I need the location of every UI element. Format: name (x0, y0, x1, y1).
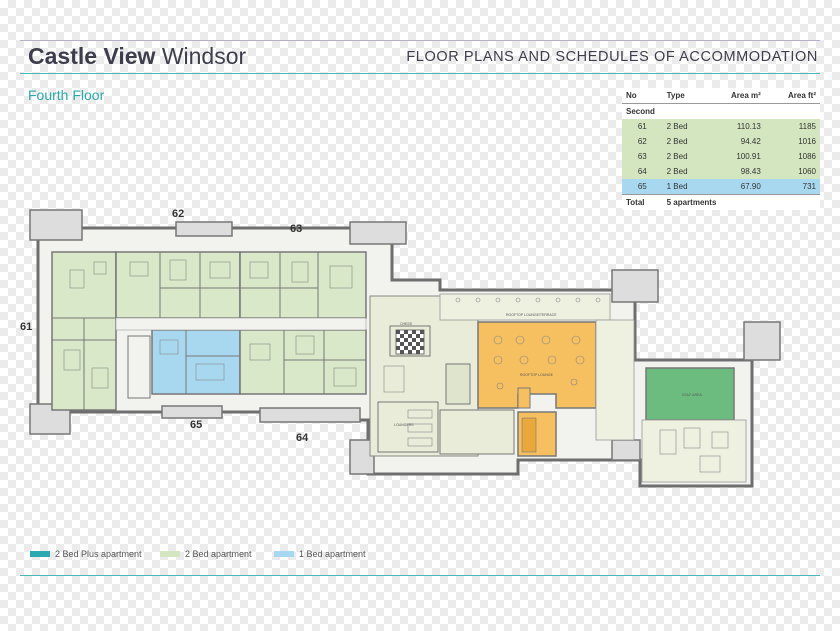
brand-title: Castle View Windsor (28, 43, 246, 70)
footer-rule (20, 575, 820, 576)
chess-board-icon (395, 329, 425, 355)
apartment-64-label: 64 (296, 432, 309, 444)
apartment-type: 2 Bed (662, 164, 707, 179)
apartment-area-m: 98.43 (706, 164, 765, 179)
header-bottom-rule (20, 73, 820, 74)
golf-area (645, 367, 735, 421)
apartment-area-ft: 731 (764, 179, 820, 195)
rooftop-lounge-label: ROOFTOP LOUNGE (520, 373, 554, 377)
accommodation-schedule-table: No Type Area m² Area ft² Second 61 2 Bed… (622, 88, 820, 210)
rooftop-terrace (439, 293, 611, 321)
furniture-details (63, 259, 729, 473)
legend-swatch (160, 551, 180, 557)
legend-label: 2 Bed apartment (185, 549, 252, 559)
apartment-no: 63 (622, 149, 663, 164)
table-row: 63 2 Bed 100.91 1086 (622, 149, 820, 164)
brand-bold: Castle View (28, 43, 156, 69)
apartment-area-ft: 1086 (764, 149, 820, 164)
section-label: Second (622, 103, 820, 119)
legend-item-1-bed: 1 Bed apartment (274, 549, 366, 559)
table-row: 62 2 Bed 94.42 1016 (622, 134, 820, 149)
apartment-area-ft: 1060 (764, 164, 820, 179)
col-type: Type (662, 88, 707, 104)
schedule-header-row: No Type Area m² Area ft² (622, 88, 820, 104)
apartment-area-m: 100.91 (706, 149, 765, 164)
apartment-area-ft: 1016 (764, 134, 820, 149)
golf-area-label: GOLF AREA (682, 393, 703, 397)
apartment-no: 62 (622, 134, 663, 149)
col-area-m: Area m² (706, 88, 765, 104)
legend-label: 2 Bed Plus apartment (55, 549, 142, 559)
apartment-62-label: 62 (172, 208, 184, 220)
legend-item-2-bed-plus: 2 Bed Plus apartment (30, 549, 142, 559)
apartment-65 (151, 329, 241, 395)
apartment-no: 65 (622, 179, 663, 195)
rooftop-terrace-label: ROOFTOP LOUNGE/TERRACE (506, 313, 557, 317)
legend-item-2-bed: 2 Bed apartment (160, 549, 252, 559)
apartment-no: 61 (622, 119, 663, 134)
apartment-area-m: 110.13 (706, 119, 765, 134)
apartment-area-m: 94.42 (706, 134, 765, 149)
schedule-section-row: Second (622, 103, 820, 119)
apartment-63 (239, 251, 367, 319)
brand-light: Windsor (161, 43, 247, 69)
apartment-61-label: 61 (20, 321, 32, 333)
table-row: 64 2 Bed 98.43 1060 (622, 164, 820, 179)
col-no: No (622, 88, 663, 104)
total-value: 5 apartments (662, 194, 820, 210)
total-label: Total (622, 194, 663, 210)
apartment-type: 2 Bed (662, 119, 707, 134)
schedule-total-row: Total 5 apartments (622, 194, 820, 210)
document-title: FLOOR PLANS AND SCHEDULES OF ACCOMMODATI… (406, 49, 818, 65)
header-top-rule (20, 40, 820, 41)
apartment-64 (239, 329, 367, 395)
col-area-ft: Area ft² (764, 88, 820, 104)
chess-label: CHESS (400, 322, 413, 326)
apartment-63-label: 63 (290, 223, 302, 235)
apartment-area-ft: 1185 (764, 119, 820, 134)
legend-label: 1 Bed apartment (299, 549, 366, 559)
apartment-type: 2 Bed (662, 149, 707, 164)
table-row: 65 1 Bed 67.90 731 (622, 179, 820, 195)
apartment-area-m: 67.90 (706, 179, 765, 195)
loungers-label: LOUNGERS (394, 423, 414, 427)
apartment-62 (115, 251, 241, 319)
apartment-type: 2 Bed (662, 134, 707, 149)
legend-swatch (30, 551, 50, 557)
table-row: 61 2 Bed 110.13 1185 (622, 119, 820, 134)
floor-title: Fourth Floor (28, 87, 105, 103)
legend: 2 Bed Plus apartment 2 Bed apartment 1 B… (0, 549, 840, 561)
apartment-type: 1 Bed (662, 179, 707, 195)
legend-swatch (274, 551, 294, 557)
apartment-no: 64 (622, 164, 663, 179)
apartment-65-label: 65 (190, 419, 202, 431)
